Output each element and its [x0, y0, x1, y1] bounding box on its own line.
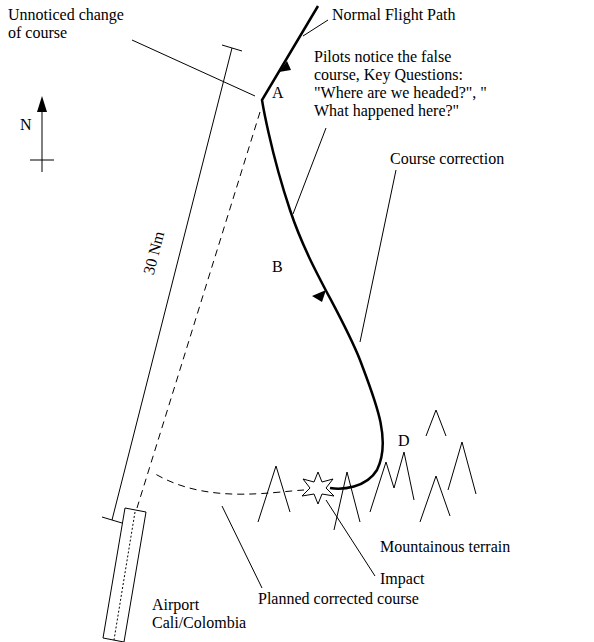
leader-line [293, 128, 326, 214]
waypoint-letter: B [272, 258, 283, 276]
leader-line [132, 40, 255, 96]
mountain [258, 466, 290, 522]
mountain [420, 476, 450, 522]
dimension-label: 30 Nm [140, 229, 168, 276]
mountain [426, 410, 446, 436]
dimension-tick [222, 45, 242, 51]
planned-course-label: Planned corrected course [258, 590, 419, 608]
course-change-label: Unnoticed change of course [8, 6, 133, 42]
leader-line [326, 500, 375, 576]
path-arrowhead [312, 290, 326, 302]
mountain [370, 452, 414, 512]
runway-centerline [114, 512, 135, 640]
north-label: N [20, 116, 32, 134]
leader-line [303, 20, 328, 36]
pilots-note: Pilots notice the false course, Key Ques… [314, 48, 492, 120]
path-arrowhead [279, 61, 291, 72]
correction-label: Course correction [390, 150, 504, 168]
impact-burst [302, 472, 334, 504]
flight-path-label: Normal Flight Path [332, 6, 456, 24]
waypoint-letter: D [398, 432, 410, 450]
leader-line [360, 170, 396, 342]
north-arrowhead [37, 96, 47, 112]
airport-label: Airport Cali/Colombia [152, 596, 262, 632]
false-course-line [137, 112, 260, 508]
impact-label: Impact [380, 570, 424, 588]
dimension-line [112, 48, 232, 520]
leader-line [222, 506, 262, 588]
mountain [448, 442, 476, 494]
north-arrow-crossbar [30, 160, 54, 161]
terrain-label: Mountainous terrain [380, 538, 510, 556]
waypoint-letter: A [272, 84, 284, 102]
runway [103, 508, 146, 642]
dimension-tick [102, 517, 122, 523]
mountain [334, 472, 360, 530]
